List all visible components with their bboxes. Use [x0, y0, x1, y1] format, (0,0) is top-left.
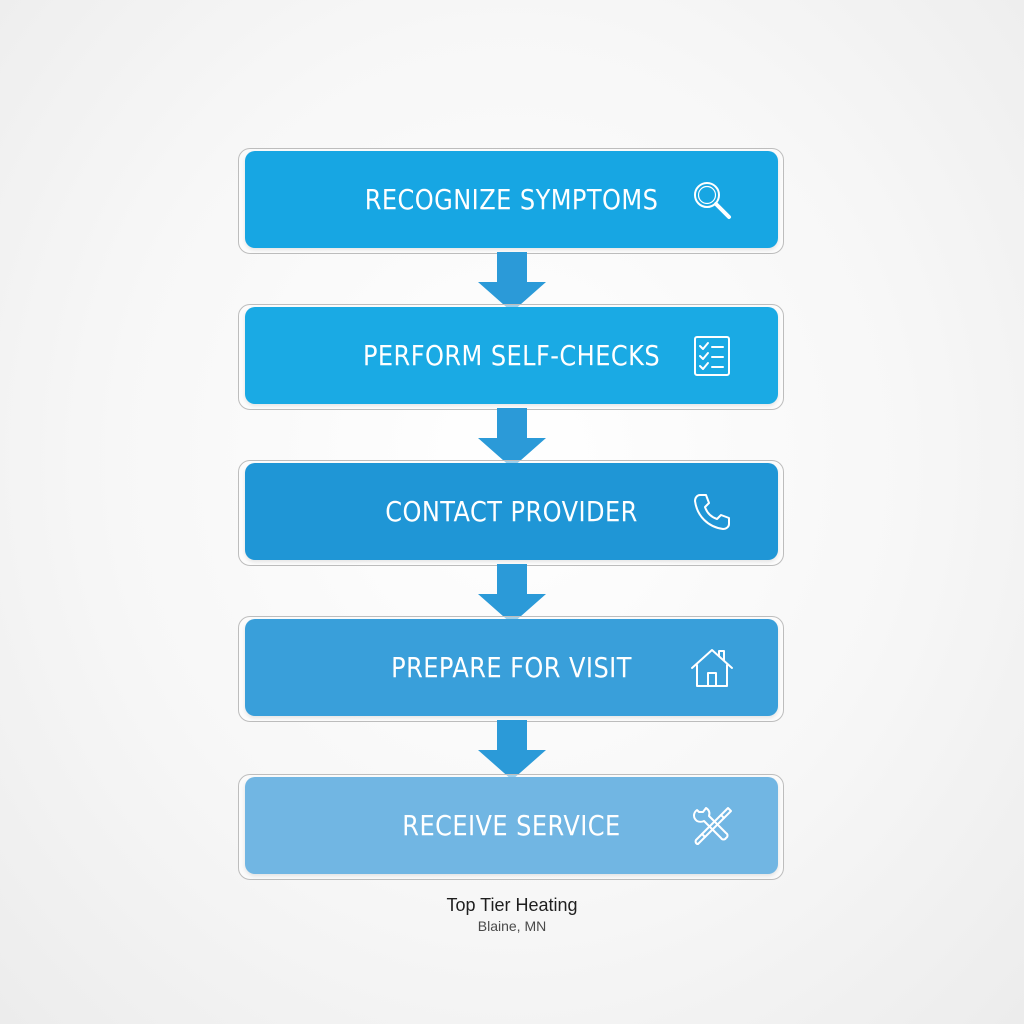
- tools-icon: [688, 802, 736, 850]
- step-perform-self-checks: PERFORM SELF-CHECKS: [238, 304, 784, 410]
- phone-icon: [688, 488, 736, 536]
- step-contact-provider: CONTACT PROVIDER: [238, 460, 784, 566]
- house-icon: [688, 644, 736, 692]
- step-label: RECOGNIZE SYMPTOMS: [364, 183, 659, 216]
- step-label: CONTACT PROVIDER: [385, 495, 638, 528]
- step-panel: RECEIVE SERVICE: [245, 777, 778, 874]
- step-panel: CONTACT PROVIDER: [245, 463, 778, 560]
- step-prepare-for-visit: PREPARE FOR VISIT: [238, 616, 784, 722]
- flow-arrow: [476, 564, 548, 624]
- flow-arrow: [476, 252, 548, 312]
- magnifying-glass-icon: [688, 176, 736, 224]
- company-location: Blaine, MN: [477, 918, 547, 934]
- checklist-icon: [688, 332, 736, 380]
- step-panel: PERFORM SELF-CHECKS: [245, 307, 778, 404]
- step-label: RECEIVE SERVICE: [402, 809, 621, 842]
- company-name: Top Tier Heating: [446, 895, 578, 915]
- step-recognize-symptoms: RECOGNIZE SYMPTOMS: [238, 148, 784, 254]
- step-receive-service: RECEIVE SERVICE: [238, 774, 784, 880]
- step-panel: RECOGNIZE SYMPTOMS: [245, 151, 778, 248]
- step-label: PREPARE FOR VISIT: [391, 651, 632, 684]
- flow-arrow: [476, 408, 548, 468]
- step-panel: PREPARE FOR VISIT: [245, 619, 778, 716]
- flow-arrow: [476, 720, 548, 780]
- step-label: PERFORM SELF-CHECKS: [362, 339, 661, 372]
